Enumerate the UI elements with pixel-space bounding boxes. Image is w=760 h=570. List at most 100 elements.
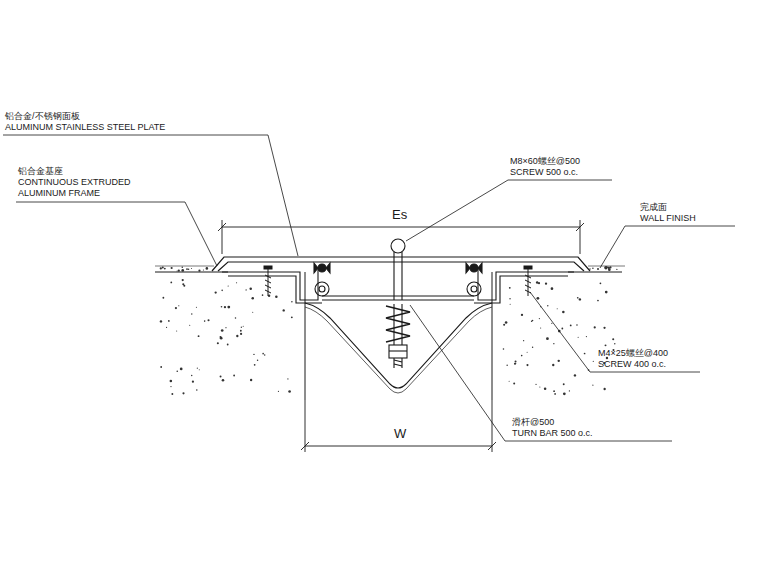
aggregate-dot [177,270,178,271]
aggregate-dot [275,295,278,298]
aggregate-dot [240,330,242,332]
aggregate-dot [175,307,177,309]
aggregate-dot [527,352,528,353]
aggregate-dot [236,282,237,283]
aggregate-dot [233,375,235,377]
aggregate-dot [526,364,528,366]
aggregate-dot [291,316,293,318]
aggregate-dot [192,381,194,383]
aggregate-dot [603,388,605,390]
aggregate-dot [515,363,516,364]
aggregate-dot [227,344,229,346]
aggregate-dot [250,379,252,381]
aggregate-dot [221,306,223,308]
aggregate-dot [241,327,242,328]
aggregate-dot [162,267,164,269]
aggregate-dot [262,294,264,296]
aggregate-dot [254,364,256,366]
part-label: SCREW 400 o.c. [598,359,666,370]
aggregate-dot [523,340,524,341]
aggregate-dot [561,328,563,330]
aggregate-dot [600,282,602,284]
aggregate-dot [182,279,184,281]
aggregate-dot [160,267,162,269]
part-label: M4×25螺丝@400 [598,348,668,359]
aggregate-dot [544,388,547,391]
aggregate-dot [569,390,570,391]
part-label: 滑杆@500 [512,417,554,428]
aggregate-dot [592,385,593,386]
part-label: 铝合金基座 [18,166,63,177]
aggregate-dot [535,384,536,385]
dimension-w [301,400,496,452]
aggregate-dot [612,338,614,340]
aggregate-dot [605,344,607,346]
aggregate-dot [594,326,596,328]
aggregate-dot [225,327,226,328]
aggregate-dot [597,268,599,270]
part-label: CONTINUOUS EXTRUDED ALUMINUM FRAME [18,177,143,199]
aggregate-dot [506,365,507,366]
aggregate-dot [197,368,198,369]
aggregate-dot [509,381,510,382]
aggregate-dot [162,297,164,299]
aggregate-dot [182,283,184,285]
aggregate-dot [198,270,200,272]
aggregate-dot [539,386,540,387]
aggregate-dot [605,267,607,269]
aggregate-dot [586,336,587,337]
concrete-slab [155,266,625,400]
part-label: M8×60螺丝@500 [510,156,580,167]
turn-bar [322,296,474,300]
aggregate-dot [170,386,171,387]
aggregate-dot [589,268,590,269]
aggregate-dot [249,288,252,291]
aggregate-dot [291,301,293,303]
aggregate-dot [509,298,510,299]
aggregate-dot [264,354,265,355]
aggregate-dot [579,298,581,300]
part-label: 完成面 [640,202,667,213]
aggregate-dot [605,266,608,269]
aggregate-dot [546,337,549,340]
aggregate-dot [253,354,254,355]
aggregate-dot [614,343,615,344]
aggregate-dot [609,266,611,268]
aggregate-dot [531,321,533,323]
aggregate-dot [168,320,170,322]
aggregate-dot [164,268,166,270]
aggregate-dot [510,304,511,305]
aggregate-dot [222,379,225,382]
aggregate-dot [227,306,230,309]
wing-nut [314,263,482,273]
aggregate-dot [182,392,184,394]
aggregate-dot [545,283,547,285]
aggregate-dot [539,318,540,319]
dimension-label: Es [392,208,407,222]
aggregate-dot [170,282,172,284]
aggregate-dot [171,267,173,269]
aggregate-dot [166,327,167,328]
aggregate-dot [562,311,565,314]
leader-line [3,135,735,441]
concrete-aggregate [160,266,618,395]
aggregate-dot [206,267,209,270]
aggregate-dot [554,393,556,395]
aggregate-dot [563,392,566,395]
aggregate-dot [509,287,511,289]
aggregate-dot [207,319,209,321]
aggregate-dot [198,335,200,337]
aggregate-dot [245,289,246,290]
aggregate-dot [536,297,539,300]
aggregate-dot [603,327,605,329]
aluminum-frame [222,268,574,303]
aggregate-dot [540,327,541,328]
aggregate-dot [558,360,560,362]
anchor-screw [264,266,532,296]
aggregate-dot [191,313,192,314]
aggregate-dot [552,364,554,366]
aggregate-dot [553,343,554,344]
aggregate-dot [576,324,578,326]
aggregate-dot [199,369,200,370]
